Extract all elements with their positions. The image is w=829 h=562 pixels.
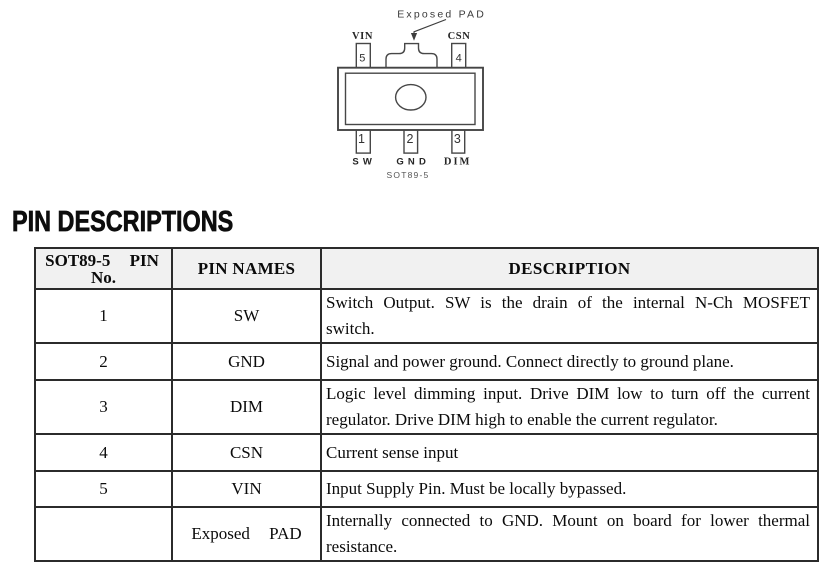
svg-text:3: 3: [454, 132, 461, 146]
svg-text:CSN: CSN: [448, 31, 471, 42]
svg-text:5: 5: [359, 53, 365, 65]
svg-text:DIM: DIM: [444, 157, 472, 168]
svg-text:2: 2: [407, 132, 414, 146]
svg-text:VIN: VIN: [352, 31, 373, 42]
svg-text:GND: GND: [396, 157, 430, 168]
svg-text:1: 1: [358, 132, 365, 146]
svg-text:Exposed PAD: Exposed PAD: [397, 9, 486, 21]
svg-text:SW: SW: [352, 157, 376, 168]
svg-text:4: 4: [456, 53, 462, 65]
svg-text:SOT89-5: SOT89-5: [387, 170, 430, 180]
